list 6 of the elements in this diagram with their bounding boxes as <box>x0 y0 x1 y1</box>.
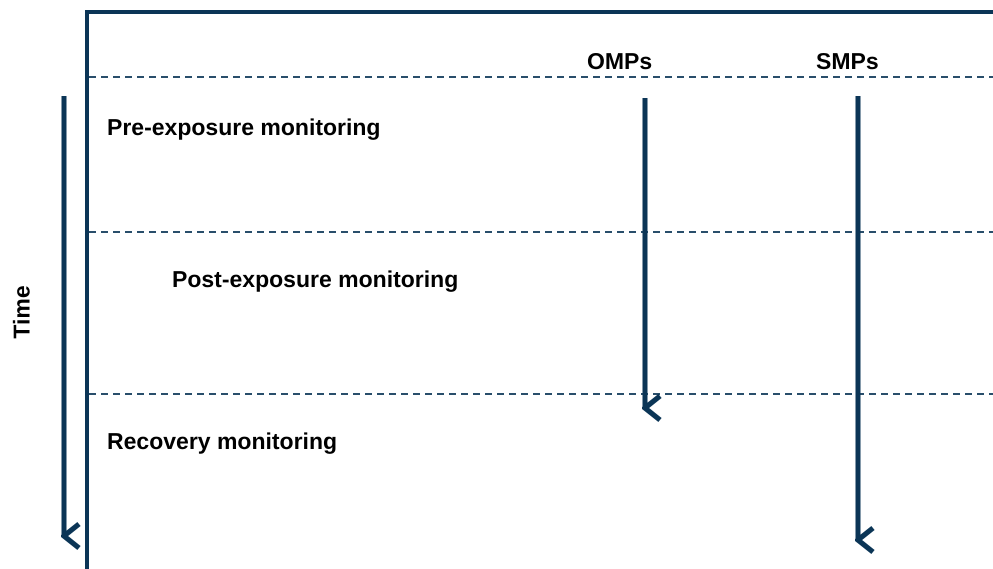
column-heading: SMPs <box>816 50 879 73</box>
column-heading: OMPs <box>587 50 652 73</box>
phase-label: Pre-exposure monitoring <box>107 116 380 139</box>
phase-label: Recovery monitoring <box>107 430 338 453</box>
phase-label: Post-exposure monitoring <box>172 268 458 291</box>
axis-label: Time <box>10 285 34 339</box>
